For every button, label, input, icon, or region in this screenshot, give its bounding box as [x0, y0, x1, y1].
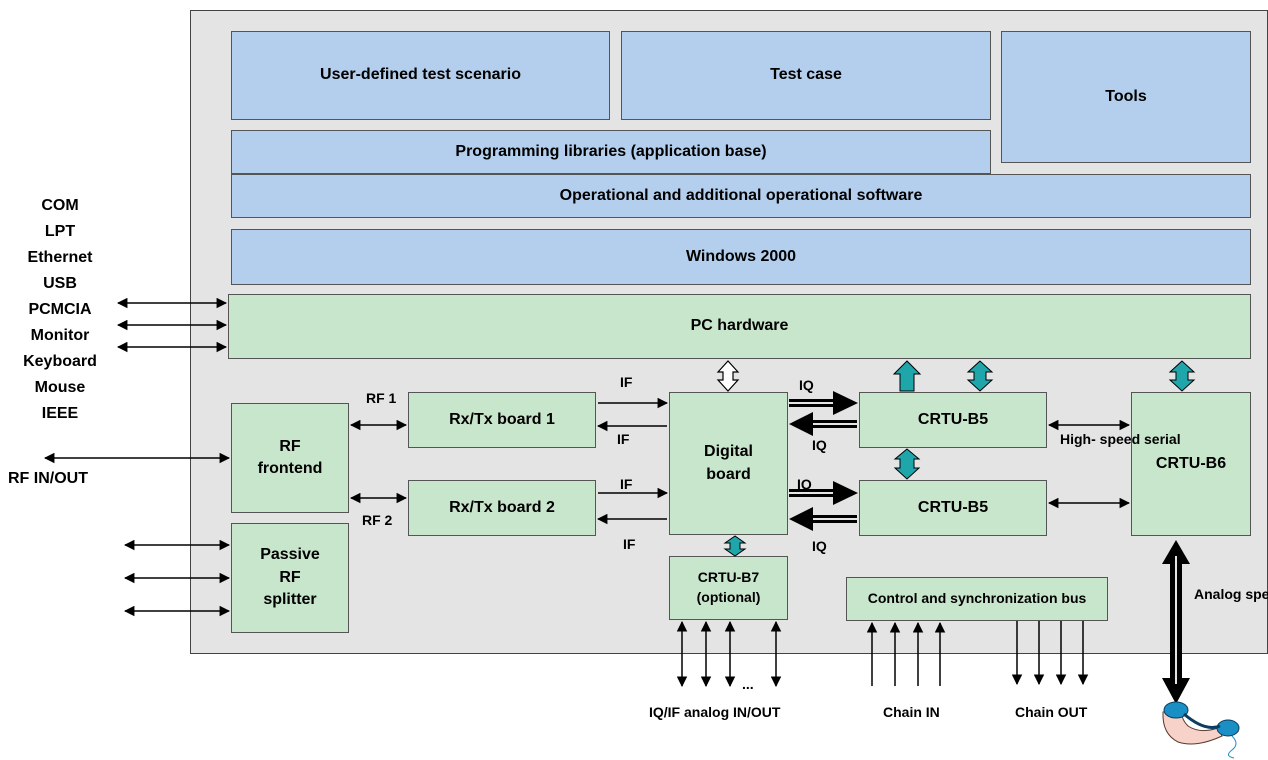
control-sync-bus-block: Control and synchronization bus	[846, 577, 1108, 621]
interface-monitor: Monitor	[30, 327, 90, 344]
iq-label-3: IQ	[797, 476, 812, 492]
iq-if-analog-label: IQ/IF analog IN/OUT	[649, 704, 781, 720]
interface-usb: USB	[43, 275, 77, 292]
chain-out-label: Chain OUT	[1015, 704, 1088, 720]
digital-board-block: Digital board	[669, 392, 788, 535]
rf-in-out-label: RF IN/OUT	[8, 470, 88, 487]
chain-in-label: Chain IN	[883, 704, 940, 720]
interface-lpt: LPT	[44, 223, 76, 240]
crtu-b7-block: CRTU-B7 (optional)	[669, 556, 788, 620]
teal-arrow-b6	[1168, 360, 1196, 392]
programming-libraries-block: Programming libraries (application base)	[231, 130, 991, 174]
rxtx-board-1-block: Rx/Tx board 1	[408, 392, 596, 448]
high-speed-serial-label: High- speed serial	[1060, 430, 1181, 448]
analog-speech-label: Analog speech	[1194, 586, 1268, 602]
rf2-label: RF 2	[362, 512, 393, 528]
interface-ethernet: Ethernet	[27, 249, 93, 266]
interface-list: COM LPT Ethernet USB PCMCIA Monitor Keyb…	[0, 193, 120, 427]
test-case-block: Test case	[621, 31, 991, 120]
if-label-4: IF	[623, 536, 636, 552]
rf-frontend-block: RF frontend	[231, 403, 349, 513]
rf1-label: RF 1	[366, 390, 397, 406]
crtu-b6-block: CRTU-B6	[1131, 392, 1251, 536]
pc-hardware-block: PC hardware	[228, 294, 1251, 359]
teal-arrow-up-b5	[892, 360, 922, 392]
if-label-1: IF	[620, 374, 633, 390]
interface-mouse: Mouse	[34, 379, 86, 396]
if-label-3: IF	[620, 476, 633, 492]
teal-arrow-b7	[723, 535, 747, 557]
iq-label-1: IQ	[799, 377, 814, 393]
rxtx-board-2-block: Rx/Tx board 2	[408, 480, 596, 536]
pc-digital-arrow	[716, 360, 740, 392]
interface-com: COM	[41, 197, 79, 214]
ellipsis-label: ...	[742, 676, 754, 692]
teal-arrow-b5-2	[966, 360, 994, 392]
crtu-b5-top-block: CRTU-B5	[859, 392, 1047, 448]
interface-ieee: IEEE	[41, 405, 79, 422]
teal-arrow-b5-b5	[893, 448, 921, 480]
windows-2000-block: Windows 2000	[231, 229, 1251, 285]
telephone-handset-icon	[1162, 701, 1240, 759]
interface-pcmcia: PCMCIA	[28, 301, 92, 318]
crtu-b5-bottom-block: CRTU-B5	[859, 480, 1047, 536]
interface-keyboard: Keyboard	[23, 353, 97, 370]
passive-rf-splitter-block: Passive RF splitter	[231, 523, 349, 633]
iq-label-4: IQ	[812, 538, 827, 554]
operational-software-block: Operational and additional operational s…	[231, 174, 1251, 218]
iq-label-2: IQ	[812, 437, 827, 453]
tools-block: Tools	[1001, 31, 1251, 163]
user-defined-test-scenario-block: User-defined test scenario	[231, 31, 610, 120]
if-label-2: IF	[617, 431, 630, 447]
